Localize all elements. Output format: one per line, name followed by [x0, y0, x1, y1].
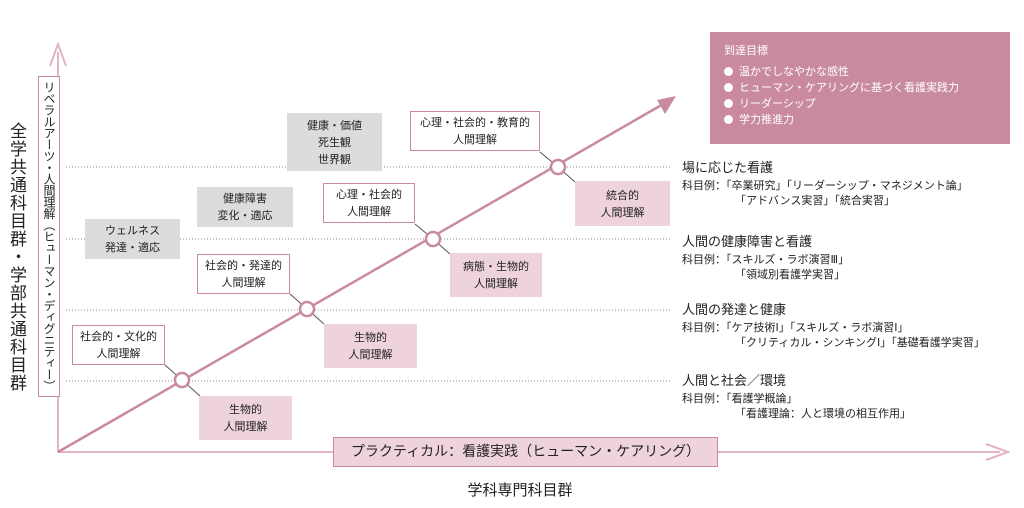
- box-line: 変化・適応: [217, 209, 273, 222]
- axis-left-outer-label: 全学共通科目群・学部共通科目群: [6, 122, 26, 392]
- understanding-box-psych-social: 心理・社会的 人間理解: [323, 183, 415, 223]
- understanding-box-social-developmental: 社会的・発達的 人間理解: [197, 254, 290, 294]
- section-line: 科目例：「看護学概論」: [682, 392, 798, 405]
- section-line: 「アドバンス実習」「統合実習」: [735, 194, 895, 207]
- section-line: 「クリティカル・シンキングⅠ」「基礎看護学実習」: [735, 336, 985, 349]
- box-line: 死生観: [318, 135, 351, 149]
- section-title: 人間の健康障害と看護: [682, 235, 813, 250]
- box-line: 人間理解: [223, 420, 268, 433]
- axis-bottom-label: 学科専門科目群: [467, 481, 573, 499]
- goal-item: 温かでしなやかな感性: [724, 64, 996, 80]
- section-health-disorder-nursing: 人間の健康障害と看護 科目例：「スキルズ・ラボ演習Ⅲ」 「領域別看護学実習」: [682, 234, 1017, 282]
- node-level-3: [424, 230, 442, 248]
- box-line: 心理・社会的: [336, 188, 402, 201]
- pink-box-biological-1: 生物的 人間理解: [199, 396, 292, 440]
- goals-box: 到達目標 温かでしなやかな感性 ヒューマン・ケアリングに基づく看護実践力 リーダ…: [710, 32, 1010, 144]
- box-line: 統合的: [606, 188, 639, 202]
- goal-item: リーダーシップ: [724, 96, 996, 112]
- node-level-4: [549, 158, 567, 176]
- box-line: 心理・社会的・教育的: [420, 116, 530, 129]
- box-line: 人間理解: [348, 348, 393, 361]
- box-line: 人間理解: [600, 205, 645, 219]
- section-development-health: 人間の発達と健康 科目例：「ケア技術Ⅰ」「スキルズ・ラボ演習Ⅰ」 「クリティカル…: [682, 302, 1017, 350]
- concept-box-wellness: ウェルネス 発達・適応: [85, 219, 180, 259]
- section-line: 「看護理論：人と環境の相互作用」: [735, 407, 911, 420]
- up-arrowhead-icon: [49, 41, 67, 67]
- axis-bottom-bar: プラクティカル：看護実践（ヒューマン・ケアリング）: [333, 437, 718, 467]
- right-arrowhead-icon: [985, 443, 1011, 461]
- box-line: ウェルネス: [105, 224, 160, 237]
- section-society-environment: 人間と社会／環境 科目例：「看護学概論」 「看護理論：人と環境の相互作用」: [682, 373, 1017, 421]
- box-line: 生物的: [354, 331, 387, 344]
- section-line: 科目例：「スキルズ・ラボ演習Ⅲ」: [682, 253, 850, 266]
- box-line: 生物的: [229, 403, 262, 416]
- box-line: 世界観: [318, 152, 351, 166]
- box-line: 社会的・文化的: [80, 330, 157, 343]
- box-line: 健康障害: [223, 192, 267, 205]
- goals-title: 到達目標: [724, 44, 768, 57]
- goal-item: ヒューマン・ケアリングに基づく看護実践力: [724, 80, 996, 96]
- pink-box-pathology: 病態・生物的 人間理解: [450, 253, 542, 297]
- box-line: 発達・適応: [105, 241, 160, 254]
- concept-box-health-values: 健康・価値 死生観 世界観: [287, 113, 382, 171]
- box-line: 人間理解: [453, 133, 497, 146]
- understanding-box-social-cultural: 社会的・文化的 人間理解: [72, 325, 165, 365]
- diagonal-arrowhead-icon: [657, 96, 676, 114]
- section-line: 科目例：「ケア技術Ⅰ」「スキルズ・ラボ演習Ⅰ」: [682, 321, 909, 334]
- box-line: 健康・価値: [307, 118, 362, 132]
- section-situational-nursing: 場に応じた看護 科目例：「卒業研究」「リーダーシップ・マネジメント論」 「アドバ…: [682, 160, 1017, 208]
- goal-item: 学力推進力: [724, 112, 996, 128]
- section-line: 「領域別看護学実習」: [735, 268, 845, 281]
- box-line: 人間理解: [347, 205, 391, 218]
- box-line: 人間理解: [474, 277, 518, 290]
- section-title: 人間と社会／環境: [682, 374, 787, 389]
- axis-left-inner-label: リベラルアーツ・人間理解（ヒューマン・ディグニティー）: [38, 76, 60, 397]
- pink-box-integrated: 統合的 人間理解: [575, 181, 670, 226]
- level-nodes: [173, 158, 567, 389]
- section-title: 人間の発達と健康: [682, 303, 787, 318]
- box-line: 人間理解: [221, 276, 266, 289]
- node-level-2: [298, 300, 316, 318]
- section-title: 場に応じた看護: [682, 161, 774, 176]
- understanding-box-psych-social-edu: 心理・社会的・教育的 人間理解: [410, 111, 540, 151]
- box-line: 病態・生物的: [463, 260, 529, 273]
- pink-box-biological-2: 生物的 人間理解: [324, 324, 417, 368]
- box-line: 人間理解: [96, 347, 141, 360]
- section-line: 科目例：「卒業研究」「リーダーシップ・マネジメント論」: [682, 179, 968, 192]
- concept-box-health-disorder: 健康障害 変化・適応: [197, 187, 293, 227]
- box-line: 社会的・発達的: [205, 259, 282, 272]
- node-level-1: [173, 371, 191, 389]
